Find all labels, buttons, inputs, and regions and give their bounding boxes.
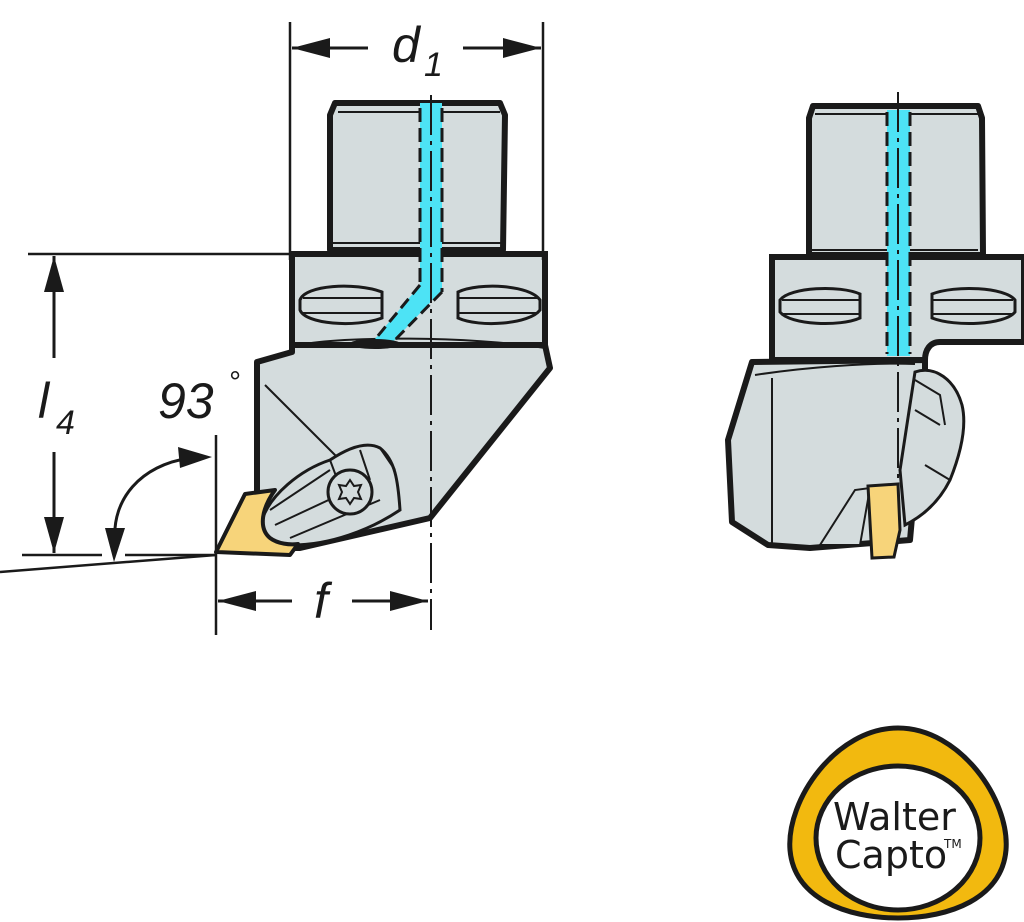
insert-front	[214, 488, 300, 557]
d1-symbol: d	[392, 17, 422, 73]
side-clamp	[898, 368, 966, 528]
angle-unit: °	[228, 366, 240, 399]
logo-line2: Capto	[835, 833, 947, 877]
logo-trademark: TM	[943, 837, 962, 851]
dim-d1: d 1	[288, 17, 545, 260]
front-slot-left	[298, 284, 384, 326]
side-slot-left	[778, 286, 862, 326]
walter-capto-logo: Walter Capto TM	[787, 725, 1009, 921]
dim-angle: 93 °	[0, 366, 240, 635]
l4-symbol: l	[38, 373, 51, 429]
coolant-channel-front	[370, 103, 442, 345]
d1-subscript: 1	[424, 46, 443, 84]
f-symbol: f	[314, 573, 333, 629]
dim-l4: l 4	[22, 252, 290, 557]
torx-screw	[326, 468, 374, 516]
logo-line1: Walter	[833, 795, 956, 839]
insert-side	[866, 482, 902, 560]
front-slot-right	[456, 284, 542, 326]
front-shank	[327, 100, 508, 253]
side-slot-right	[930, 286, 1017, 326]
side-view	[725, 92, 1024, 560]
front-view	[214, 95, 553, 630]
l4-subscript: 4	[56, 404, 75, 442]
angle-value: 93	[158, 373, 214, 429]
dim-f: f	[218, 573, 428, 629]
torx-icon	[337, 478, 363, 506]
